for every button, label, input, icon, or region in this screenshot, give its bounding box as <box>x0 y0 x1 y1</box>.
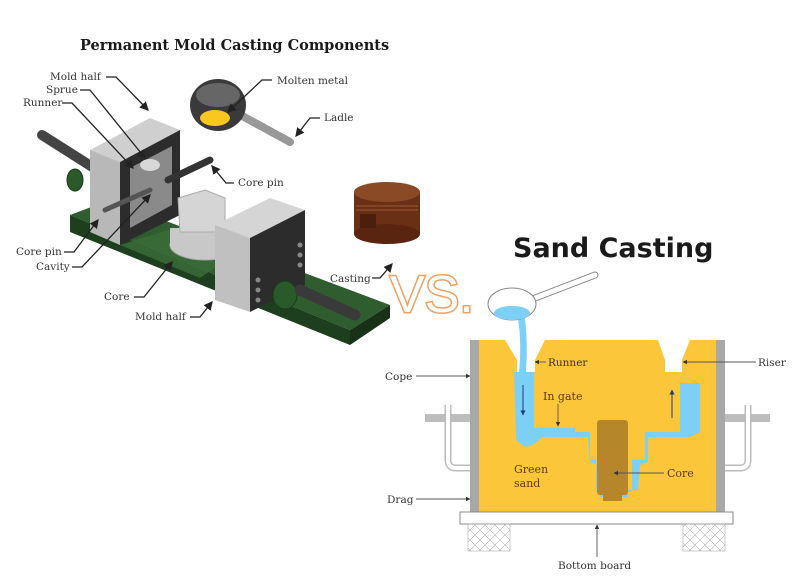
label-runner-sand: Runner <box>548 357 588 369</box>
right-mold-half <box>215 225 250 312</box>
label-core-pin-left: Core pin <box>16 246 62 258</box>
label-green-sand-line1: Green <box>514 463 548 476</box>
ladle-handle <box>231 108 294 146</box>
permanent-mold-machine <box>37 118 390 345</box>
label-sprue: Sprue <box>46 84 78 96</box>
flask-right-wall <box>716 340 725 512</box>
label-in-gate: In gate <box>543 390 582 403</box>
core-pin-left-shape <box>102 187 153 213</box>
label-drag: Drag <box>387 494 414 506</box>
right-support-block <box>682 523 726 552</box>
right-hinge <box>272 280 298 310</box>
label-core: Core <box>104 291 130 303</box>
label-cavity: Cavity <box>36 261 70 273</box>
sand-casting-title: Sand Casting <box>513 233 713 264</box>
versus-text: VS. <box>390 266 474 324</box>
label-mold-half-bottom: Mold half <box>135 311 187 323</box>
ladle <box>190 79 294 146</box>
core-shape-sand <box>597 420 628 495</box>
label-molten-metal: Molten metal <box>277 75 349 87</box>
left-support-block <box>467 523 511 552</box>
core-pin-right-shape <box>164 156 214 184</box>
label-casting: Casting <box>330 273 371 285</box>
label-runner: Runner <box>23 97 63 109</box>
pour-stream <box>518 318 527 372</box>
label-core-pin-right: Core pin <box>238 177 284 189</box>
left-hinge <box>66 168 84 192</box>
permanent-mold-title: Permanent Mold Casting Components <box>80 37 389 54</box>
flask-left-wall <box>470 340 479 512</box>
label-green-sand-line2: sand <box>514 477 540 490</box>
bottom-board <box>459 511 734 525</box>
label-riser: Riser <box>758 357 787 369</box>
sprue <box>140 159 160 171</box>
label-core-sand: Core <box>667 467 694 480</box>
molten-metal-cavity <box>514 372 700 497</box>
label-mold-half-top: Mold half <box>50 71 102 83</box>
sand-casting-diagram <box>425 271 770 552</box>
label-ladle: Ladle <box>324 112 354 124</box>
casting-piston <box>354 182 420 244</box>
right-rod <box>294 284 361 321</box>
molten-metal-shape <box>200 110 230 126</box>
label-cope: Cope <box>385 371 412 383</box>
label-bottom-board: Bottom board <box>558 560 631 572</box>
